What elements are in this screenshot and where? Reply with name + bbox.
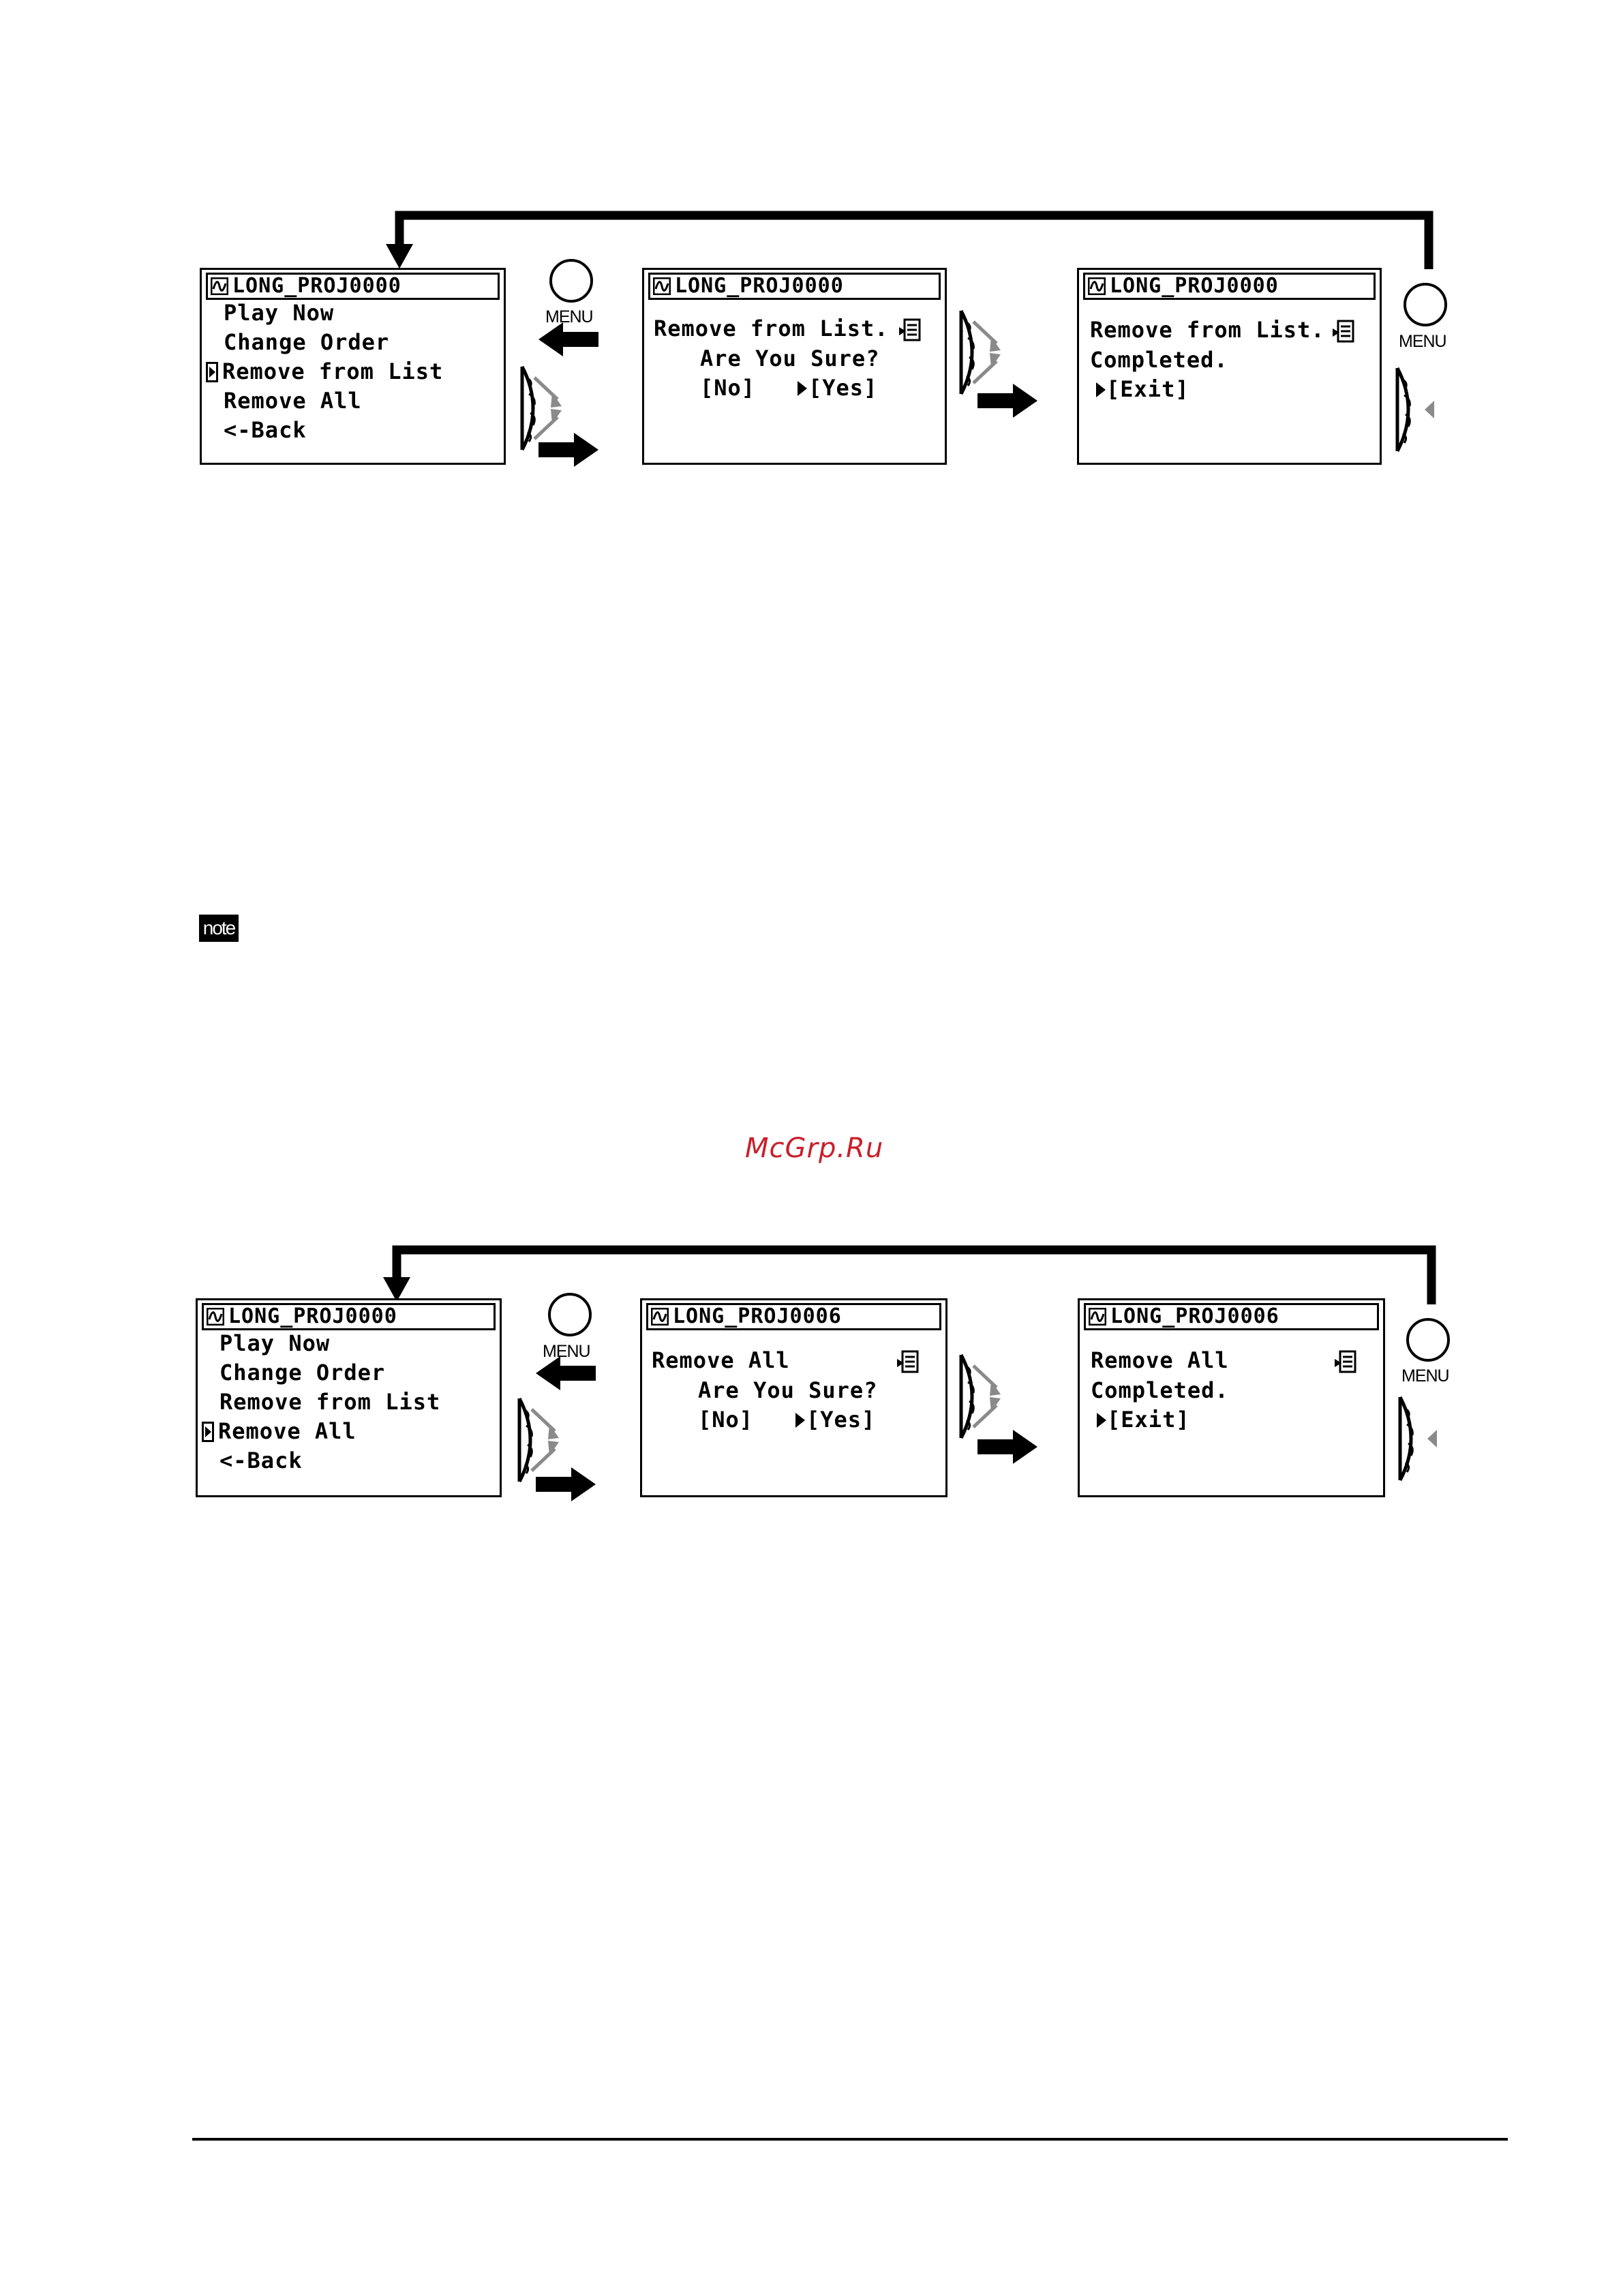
waveform-icon — [207, 1308, 224, 1326]
menu-item-change-order: Change Order — [224, 329, 390, 355]
confirm-question: Are You Sure? — [700, 346, 880, 371]
completed-status: Completed. — [1091, 1377, 1229, 1403]
option-no: [No] — [700, 375, 756, 401]
value-dial-icon — [959, 1353, 1001, 1439]
lcd-title-bar: LONG_PROJ0000 — [206, 273, 500, 300]
selection-arrow-icon — [795, 1413, 805, 1428]
lcd-title-bar: LONG_PROJ0000 — [1083, 273, 1376, 300]
lcd-title: LONG_PROJ0000 — [228, 1304, 397, 1328]
lcd-title: LONG_PROJ0006 — [673, 1304, 842, 1328]
menu-knob-icon — [1404, 283, 1447, 326]
option-exit: [Exit] — [1106, 376, 1189, 402]
list-document-icon — [1335, 1350, 1356, 1373]
menu-knob-icon — [549, 259, 593, 303]
menu-knob-icon — [548, 1293, 592, 1336]
menu-item-remove-from-list: Remove from List — [219, 1389, 441, 1415]
watermark: McGrp.Ru — [745, 1133, 884, 1164]
lcd-screen-menu: LONG_PROJ0000 Play Now Change Order Remo… — [200, 268, 506, 465]
lcd-title: LONG_PROJ0000 — [232, 274, 401, 298]
menu-item-remove-all: Remove All — [218, 1418, 357, 1444]
forward-arrow-icon — [536, 1467, 596, 1501]
menu-item-play-now: Play Now — [224, 300, 335, 326]
lcd-title: LONG_PROJ0006 — [1110, 1304, 1279, 1328]
confirm-question: Are You Sure? — [698, 1377, 878, 1403]
back-arrow-icon — [539, 322, 598, 356]
list-document-icon — [1333, 320, 1354, 343]
note-badge: note — [199, 915, 239, 942]
lcd-screen-confirm: LONG_PROJ0000 Remove from List. Are You … — [642, 268, 947, 465]
lcd-screen-menu: LONG_PROJ0000 Play Now Change Order Remo… — [196, 1298, 502, 1497]
menu-item-change-order: Change Order — [219, 1360, 386, 1386]
menu-label: MENU — [1399, 332, 1447, 351]
cursor-arrow-icon — [206, 362, 218, 382]
lcd-title-bar: LONG_PROJ0000 — [202, 1303, 496, 1330]
value-dial-icon — [1398, 1396, 1437, 1482]
value-dial-icon — [1395, 367, 1434, 453]
menu-label: MENU — [543, 1342, 591, 1361]
forward-arrow-icon — [977, 384, 1037, 418]
confirm-message: Remove All — [652, 1347, 790, 1373]
selection-arrow-icon — [798, 381, 807, 396]
selection-arrow-icon — [1097, 1413, 1106, 1428]
list-document-icon — [899, 318, 921, 341]
waveform-icon — [1089, 1308, 1106, 1326]
menu-item-remove-all: Remove All — [224, 388, 362, 414]
return-flow-arrow — [383, 1245, 1436, 1304]
lcd-title: LONG_PROJ0000 — [675, 274, 844, 298]
option-no: [No] — [698, 1407, 754, 1433]
lcd-screen-completed: LONG_PROJ0006 Remove All Completed. [Exi… — [1078, 1298, 1385, 1497]
forward-arrow-icon — [539, 433, 598, 467]
menu-item-back: <-Back — [224, 417, 307, 443]
back-arrow-icon — [536, 1356, 596, 1390]
waveform-icon — [1088, 277, 1106, 295]
option-yes: [Yes] — [806, 1407, 876, 1433]
completed-message: Remove from List. — [1090, 317, 1325, 343]
lcd-title: LONG_PROJ0000 — [1110, 274, 1279, 298]
lcd-title-bar: LONG_PROJ0000 — [648, 273, 941, 300]
menu-label: MENU — [545, 307, 594, 326]
value-dial-icon — [520, 365, 562, 451]
value-dial-icon — [959, 309, 1001, 395]
lcd-title-bar: LONG_PROJ0006 — [1084, 1303, 1379, 1330]
lcd-title-bar: LONG_PROJ0006 — [646, 1303, 941, 1330]
menu-item-remove-from-list: Remove from List — [222, 358, 444, 384]
option-exit: [Exit] — [1107, 1407, 1190, 1433]
option-yes: [Yes] — [808, 375, 878, 401]
confirm-message: Remove from List. — [654, 316, 889, 341]
menu-knob-icon — [1406, 1318, 1450, 1362]
footer-divider — [192, 2138, 1508, 2141]
waveform-icon — [653, 277, 671, 295]
completed-message: Remove All — [1091, 1347, 1229, 1373]
value-dial-icon — [517, 1397, 559, 1483]
list-document-icon — [897, 1350, 919, 1373]
waveform-icon — [211, 277, 228, 295]
completed-status: Completed. — [1090, 347, 1228, 373]
menu-item-play-now: Play Now — [219, 1330, 331, 1356]
waveform-icon — [651, 1308, 669, 1326]
cursor-arrow-icon — [202, 1422, 214, 1442]
lcd-screen-confirm: LONG_PROJ0006 Remove All Are You Sure? [… — [640, 1298, 947, 1497]
lcd-screen-completed: LONG_PROJ0000 Remove from List. Complete… — [1077, 268, 1382, 465]
return-flow-arrow — [386, 211, 1434, 269]
menu-label: MENU — [1401, 1366, 1450, 1386]
menu-item-back: <-Back — [219, 1448, 303, 1473]
forward-arrow-icon — [977, 1430, 1037, 1464]
selection-arrow-icon — [1096, 382, 1106, 397]
